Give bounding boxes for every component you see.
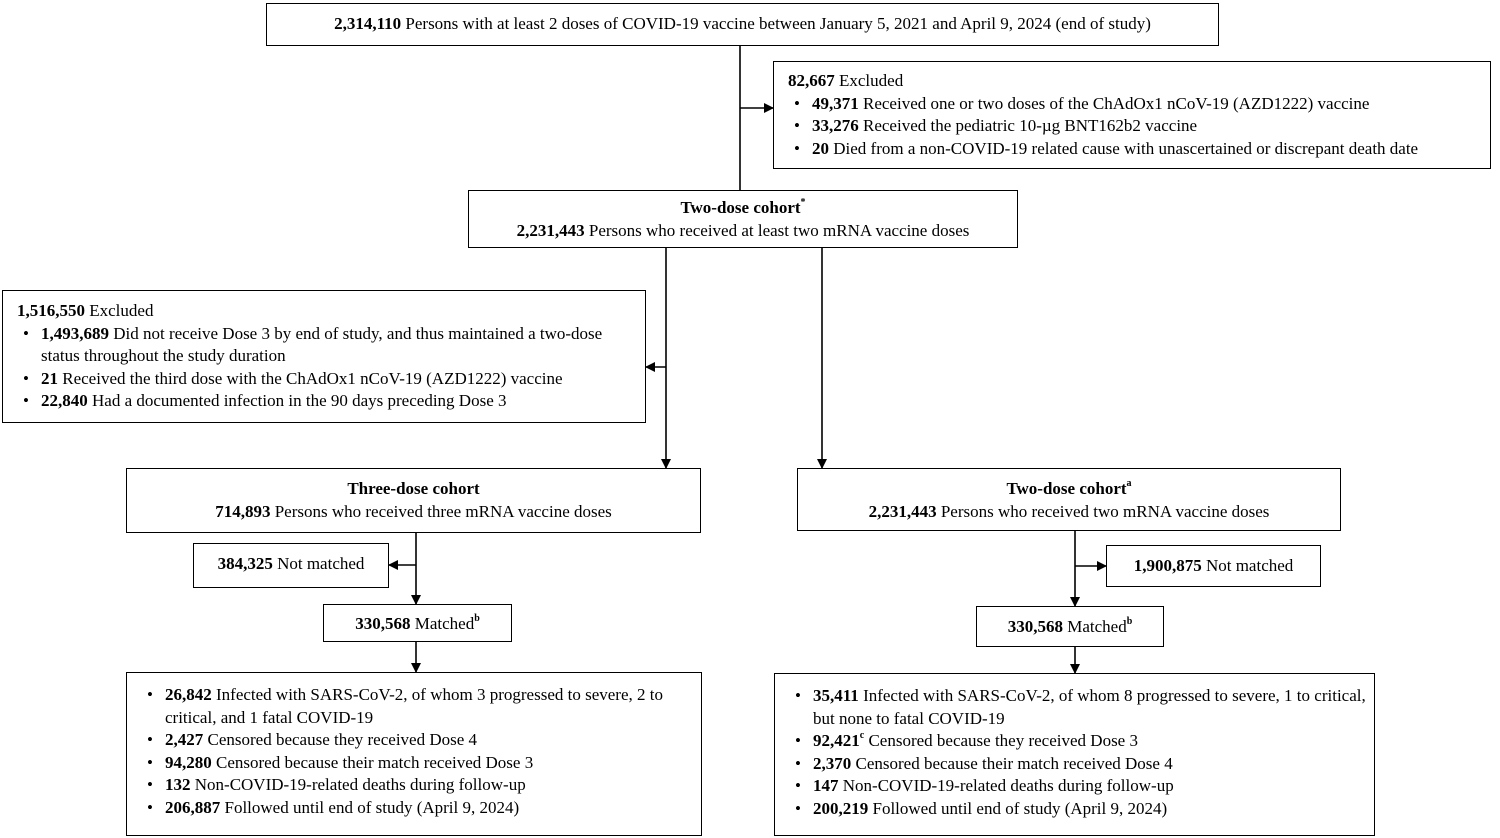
exclusion-2-count: 1,516,550 [17, 301, 85, 320]
outcome-left-list: 26,842 Infected with SARS-CoV-2, of whom… [141, 684, 693, 819]
matched-left-box: 330,568 Matchedb [323, 604, 512, 642]
list-item: 147 Non-COVID-19-related deaths during f… [789, 775, 1366, 798]
list-item: 206,887 Followed until end of study (Apr… [141, 797, 693, 820]
list-item: 26,842 Infected with SARS-CoV-2, of whom… [141, 684, 695, 729]
exclusion-1-label: Excluded [839, 71, 904, 90]
list-item: 200,219 Followed until end of study (Apr… [789, 798, 1366, 821]
exclusion-2-header: 1,516,550 Excluded [17, 300, 637, 323]
list-item: 33,276 Received the pediatric 10-µg BNT1… [788, 115, 1482, 138]
not-matched-right-box: 1,900,875 Not matched [1106, 545, 1321, 587]
list-item: 49,371 Received one or two doses of the … [788, 93, 1482, 116]
two-dose-line: 2,231,443 Persons who received two mRNA … [868, 501, 1270, 521]
list-item: 2,427 Censored because they received Dos… [141, 729, 693, 752]
exclusion-2-list: 1,493,689 Did not receive Dose 3 by end … [17, 323, 637, 413]
outcome-left-box: 26,842 Infected with SARS-CoV-2, of whom… [126, 672, 702, 836]
outcome-right-box: 35,411 Infected with SARS-CoV-2, of whom… [774, 673, 1375, 836]
list-item: 20 Died from a non-COVID-19 related caus… [788, 138, 1482, 161]
three-dose-cohort-box: Three-dose cohort 714,893 Persons who re… [126, 468, 701, 533]
exclusion-1-header: 82,667 Excluded [788, 70, 1482, 93]
list-item: 132 Non-COVID-19-related deaths during f… [141, 774, 693, 797]
list-item: 22,840 Had a documented infection in the… [17, 390, 637, 413]
list-item: 21 Received the third dose with the ChAd… [17, 368, 637, 391]
list-item: 1,493,689 Did not receive Dose 3 by end … [17, 323, 631, 368]
list-item: 92,421c Censored because they received D… [789, 730, 1366, 753]
outcome-right-list: 35,411 Infected with SARS-CoV-2, of whom… [789, 685, 1366, 820]
list-item: 2,370 Censored because their match recei… [789, 753, 1366, 776]
top-population-box: 2,314,110 Persons with at least 2 doses … [266, 3, 1219, 46]
three-dose-line: 714,893 Persons who received three mRNA … [215, 501, 612, 521]
cohort-main-title: Two-dose cohort* [680, 197, 806, 217]
top-count: 2,314,110 [334, 14, 402, 33]
matched-right-box: 330,568 Matchedb [976, 606, 1164, 647]
exclusion-box-2: 1,516,550 Excluded 1,493,689 Did not rec… [2, 290, 646, 423]
cohort-main-line: 2,231,443 Persons who received at least … [516, 220, 970, 240]
list-item: 94,280 Censored because their match rece… [141, 752, 693, 775]
exclusion-2-label: Excluded [89, 301, 154, 320]
exclusion-1-count: 82,667 [788, 71, 835, 90]
not-matched-left-box: 384,325 Not matched [193, 543, 389, 588]
two-dose-title: Two-dose cohorta [1006, 478, 1132, 498]
exclusion-box-1: 82,667 Excluded 49,371 Received one or t… [773, 61, 1491, 169]
top-text: Persons with at least 2 doses of COVID-1… [405, 14, 1151, 33]
two-dose-cohort-box: Two-dose cohorta 2,231,443 Persons who r… [797, 468, 1341, 531]
two-dose-cohort-main-box: Two-dose cohort* 2,231,443 Persons who r… [468, 190, 1018, 248]
exclusion-1-list: 49,371 Received one or two doses of the … [788, 93, 1482, 161]
list-item: 35,411 Infected with SARS-CoV-2, of whom… [789, 685, 1368, 730]
three-dose-title: Three-dose cohort [347, 479, 480, 498]
